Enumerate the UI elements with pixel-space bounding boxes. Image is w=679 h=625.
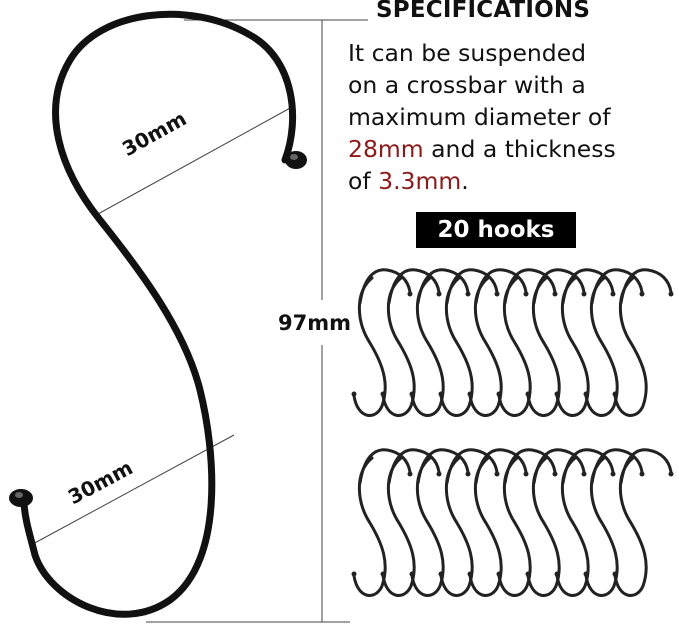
hook-tip xyxy=(610,291,616,297)
hook-tip xyxy=(581,471,587,477)
small-hook xyxy=(555,268,615,417)
hook-tip xyxy=(409,391,415,397)
hook-tip xyxy=(351,571,357,577)
spec-line-4-rest: and a thickness xyxy=(423,135,616,163)
hook-tip xyxy=(465,291,471,297)
hook-tip xyxy=(668,471,674,477)
small-hook xyxy=(584,268,644,417)
hook-tip xyxy=(436,291,442,297)
small-hook xyxy=(381,268,441,417)
large-s-hook xyxy=(9,10,307,618)
small-hook xyxy=(352,448,412,597)
height-label: 97mm xyxy=(278,311,351,335)
small-hook xyxy=(497,268,557,417)
hook-tip xyxy=(351,391,357,397)
hook-tip xyxy=(438,391,444,397)
hook-tip xyxy=(380,391,386,397)
small-hook xyxy=(613,268,673,417)
hook-tip xyxy=(407,471,413,477)
hook-tip xyxy=(467,391,473,397)
hook-tip xyxy=(610,471,616,477)
specifications-text: It can be suspended on a crossbar with a… xyxy=(348,37,678,197)
small-hook xyxy=(439,268,499,417)
hook-tip xyxy=(554,391,560,397)
diameter-value: 28mm xyxy=(348,135,424,163)
hook-tip xyxy=(380,571,386,577)
small-hooks-group xyxy=(351,268,674,597)
small-hook xyxy=(468,268,528,417)
hook-tip xyxy=(494,291,500,297)
hook-tip xyxy=(552,471,558,477)
small-hook xyxy=(439,448,499,597)
hook-tip xyxy=(436,471,442,477)
small-hook xyxy=(497,448,557,597)
small-hook xyxy=(526,268,586,417)
hook-tip xyxy=(523,291,529,297)
hook-tip xyxy=(612,571,618,577)
hook-tip xyxy=(496,571,502,577)
spec-line-3: maximum diameter of xyxy=(348,103,611,131)
hook-tip xyxy=(467,571,473,577)
small-hook xyxy=(410,268,470,417)
hook-tip xyxy=(581,291,587,297)
hook-tip xyxy=(583,391,589,397)
hook-tip xyxy=(494,471,500,477)
small-hook xyxy=(584,448,644,597)
small-hook xyxy=(526,448,586,597)
specifications-title: SPECIFICATIONS xyxy=(376,0,591,23)
hook-tip xyxy=(407,291,413,297)
hook-tip xyxy=(639,471,645,477)
spec-line-5-start: of xyxy=(348,167,379,195)
small-hook xyxy=(613,448,673,597)
dimension-lines xyxy=(30,19,368,623)
hook-tip xyxy=(496,391,502,397)
small-hook xyxy=(410,448,470,597)
hook-tip xyxy=(668,291,674,297)
spec-line-2: on a crossbar with a xyxy=(348,71,586,99)
hook-tip xyxy=(438,571,444,577)
thickness-value: 3.3mm xyxy=(378,167,462,195)
small-hook xyxy=(381,448,441,597)
spec-line-4: 28mm and a thickness xyxy=(348,133,678,165)
hook-tip xyxy=(612,391,618,397)
small-hook xyxy=(352,268,412,417)
hook-count-badge: 20 hooks xyxy=(416,212,576,248)
hook-tip xyxy=(525,391,531,397)
small-hook xyxy=(468,448,528,597)
hook-tip xyxy=(465,471,471,477)
small-hook xyxy=(555,448,615,597)
hook-tip xyxy=(525,571,531,577)
spec-line-5-end: . xyxy=(461,167,469,195)
hook-tip xyxy=(639,291,645,297)
spec-line-1: It can be suspended xyxy=(348,39,587,67)
hook-tip xyxy=(552,291,558,297)
hook-tip xyxy=(554,571,560,577)
hook-tip xyxy=(583,571,589,577)
hook-tip xyxy=(409,571,415,577)
hook-tip xyxy=(523,471,529,477)
spec-line-5: of 3.3mm. xyxy=(348,165,678,197)
